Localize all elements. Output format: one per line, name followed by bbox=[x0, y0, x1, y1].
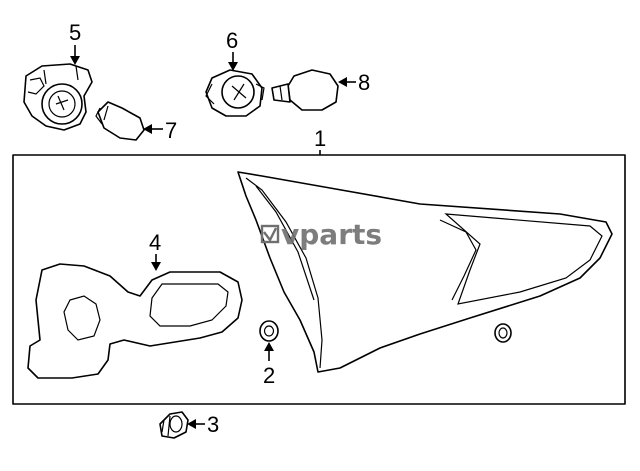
callout-label-2: 2 bbox=[263, 363, 275, 388]
part-4-gasket[interactable] bbox=[27, 263, 243, 379]
part-5-socket[interactable] bbox=[23, 63, 93, 131]
callout-label-5: 5 bbox=[69, 20, 81, 45]
callout-1: 1 bbox=[314, 126, 326, 155]
part-6-socket[interactable] bbox=[205, 69, 265, 117]
brand-watermark-text: vparts bbox=[281, 218, 382, 251]
part-8-bulb[interactable] bbox=[271, 69, 339, 111]
part-2-grommet[interactable] bbox=[259, 320, 279, 342]
callout-3: 3 bbox=[187, 412, 219, 437]
part-3-nut[interactable] bbox=[159, 411, 189, 439]
callout-label-4: 4 bbox=[149, 230, 161, 255]
tail-lamp-housing[interactable] bbox=[237, 171, 613, 373]
callout-5: 5 bbox=[69, 20, 81, 65]
callout-2: 2 bbox=[263, 342, 275, 388]
callout-label-7: 7 bbox=[165, 118, 177, 143]
housing-mount-hole bbox=[494, 323, 512, 343]
callout-7: 7 bbox=[143, 118, 177, 143]
callout-label-8: 8 bbox=[358, 70, 370, 95]
brand-logo-mark bbox=[260, 224, 280, 244]
part-7-wedge-bulb[interactable] bbox=[95, 101, 145, 141]
brand-watermark: vparts bbox=[260, 218, 382, 251]
callout-label-6: 6 bbox=[226, 28, 238, 53]
callout-label-3: 3 bbox=[207, 412, 219, 437]
callout-4: 4 bbox=[149, 230, 161, 271]
callout-8: 8 bbox=[338, 70, 370, 95]
callout-label-1: 1 bbox=[314, 126, 326, 151]
callout-6: 6 bbox=[226, 28, 238, 71]
